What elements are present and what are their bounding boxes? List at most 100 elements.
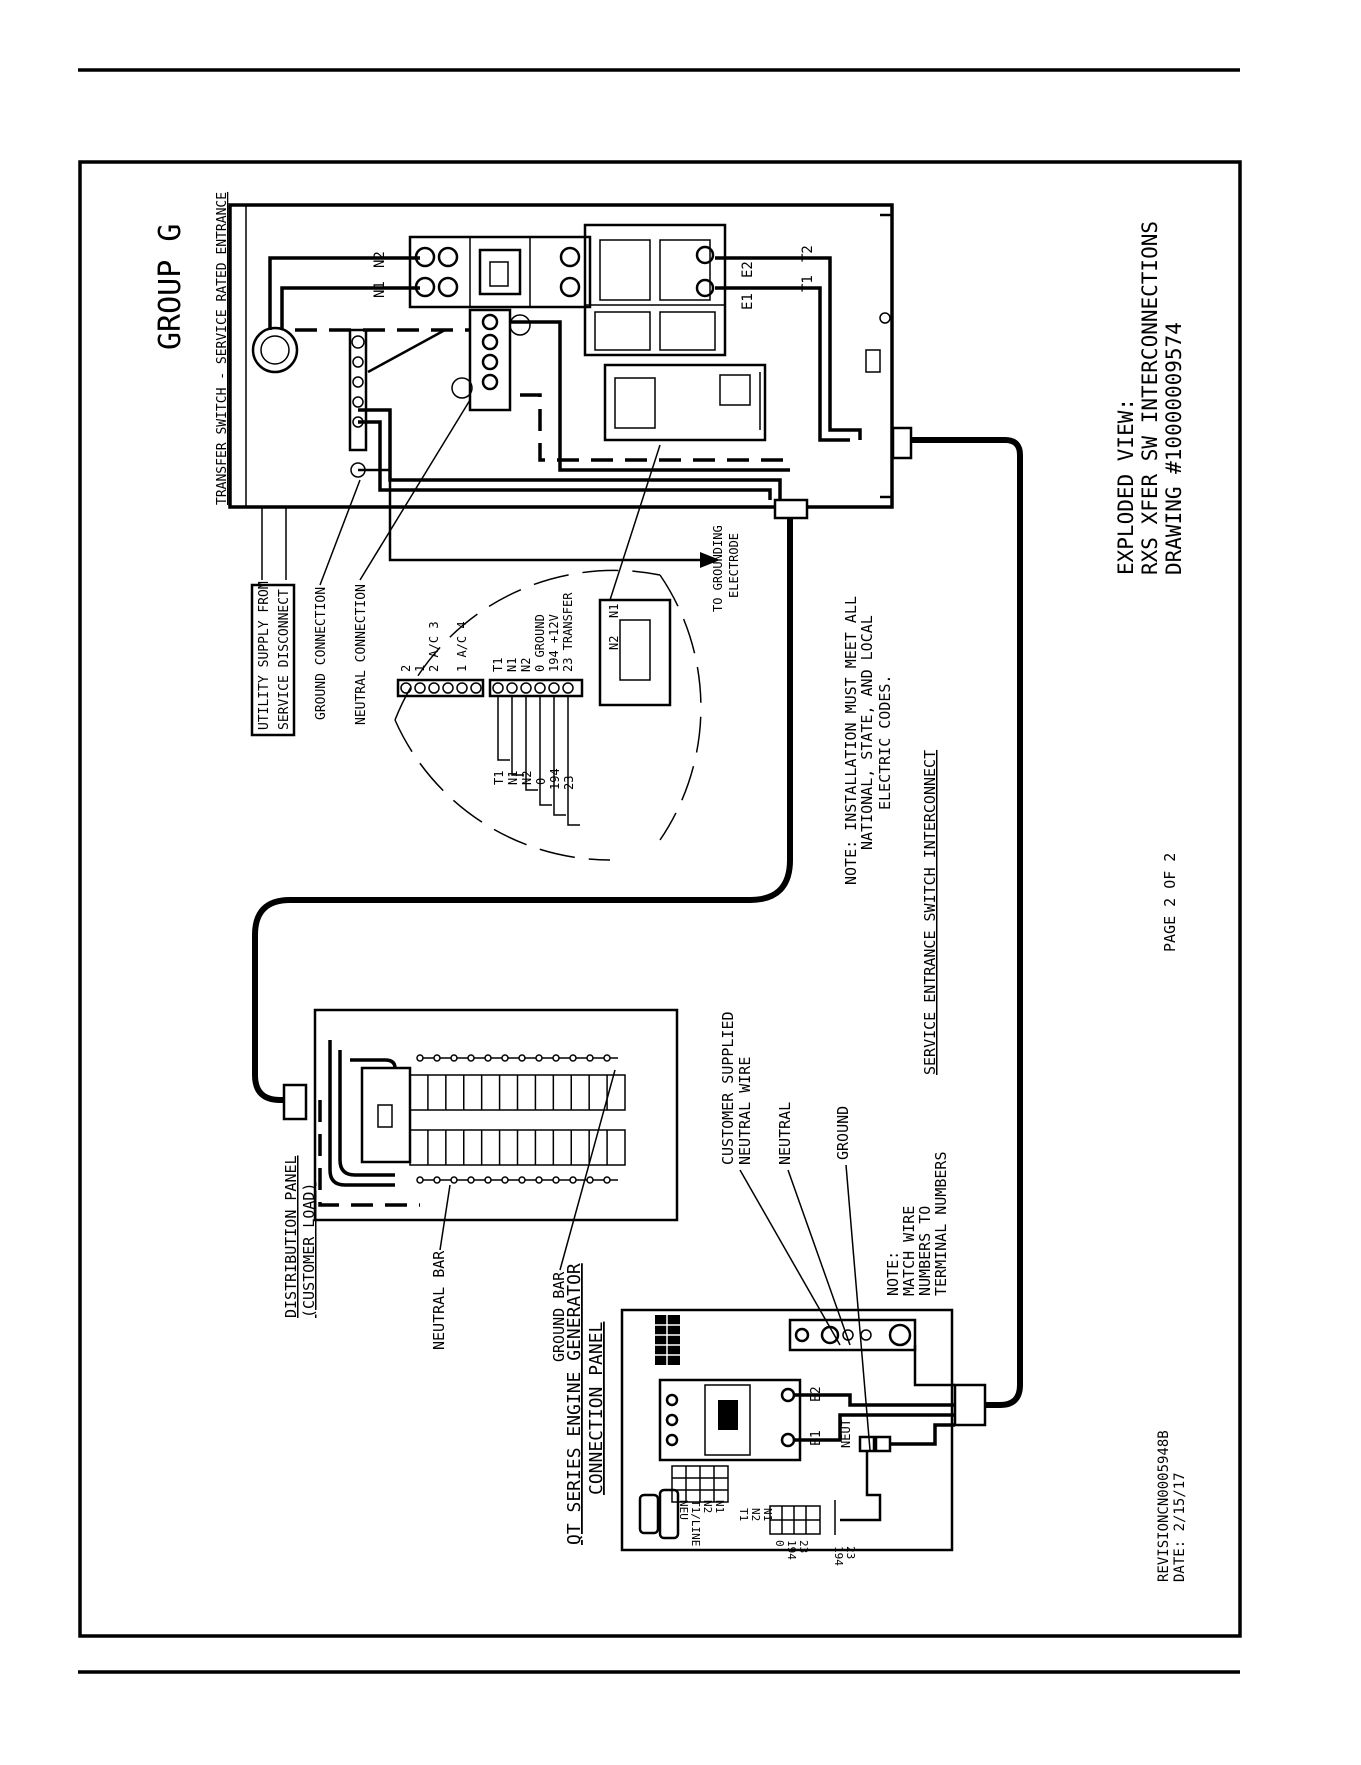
- gen-neut-label: NEUT: [839, 1419, 853, 1448]
- bar-screw: [467, 1054, 475, 1062]
- bar-screw: [501, 1176, 509, 1184]
- bar-screw: [518, 1176, 526, 1184]
- note-line1: NOTE: INSTALLATION MUST MEET ALL: [842, 596, 860, 885]
- main-breaker: N2 N1: [372, 235, 592, 309]
- bar-screw: [433, 1176, 441, 1184]
- qt-series-line2: CONNECTION PANEL: [586, 1321, 607, 1495]
- wire-label: N1: [506, 771, 520, 785]
- terminal-label: N2: [519, 658, 533, 672]
- customer-supplied-line2: NEUTRAL WIRE: [736, 1057, 754, 1165]
- date: DATE: 2/15/17: [1172, 1472, 1188, 1582]
- ground-bar-label: GROUND BAR: [550, 1271, 568, 1362]
- bar-screw: [535, 1176, 543, 1184]
- bar-screw: [484, 1176, 492, 1184]
- neutral-label: NEUTRAL: [776, 1102, 794, 1165]
- bar-screw: [518, 1054, 526, 1062]
- bar-screw: [552, 1054, 560, 1062]
- generator-connection-panel: E2 E1 NEUT NEU T1/LINE N2 N1 T1 N2 N1 0 …: [620, 1308, 955, 1566]
- gen-term-label: N2: [749, 1508, 762, 1521]
- ground-connection-label: GROUND CONNECTION: [314, 587, 329, 720]
- utility-supply-line1: UTILITY SUPPLY FROM: [257, 581, 272, 730]
- contactor-e2-label: E2: [740, 261, 756, 278]
- note2-line1: NOTE:: [884, 1251, 902, 1296]
- neutral-connection-label: NEUTRAL CONNECTION: [354, 584, 369, 725]
- bar-screw: [450, 1054, 458, 1062]
- utility-supply-line2: SERVICE DISCONNECT: [277, 589, 292, 730]
- gen-term-label: N2: [701, 1500, 714, 1513]
- note2-line2: MATCH WIRE: [900, 1206, 918, 1296]
- wire-label: T1: [492, 771, 506, 785]
- exploded-view-line1: EXPLODED VIEW:: [1114, 398, 1138, 575]
- ground-bus: [348, 328, 368, 478]
- bar-screw: [450, 1176, 458, 1184]
- to-grounding-line2: ELECTRODE: [727, 533, 741, 598]
- bar-screw: [603, 1176, 611, 1184]
- bar-screw: [552, 1176, 560, 1184]
- bar-screw: [501, 1054, 509, 1062]
- terminal-label: T1: [491, 658, 505, 672]
- bar-screw: [569, 1176, 577, 1184]
- gen-term2-label: 23: [797, 1540, 810, 1553]
- wire-label: N2: [520, 771, 534, 785]
- note-line3: ELECTRIC CODES.: [876, 675, 894, 810]
- drawing-border: [78, 160, 1242, 1638]
- distribution-panel-line1: DISTRIBUTION PANEL: [282, 1155, 300, 1318]
- terminal-label: 2: [399, 665, 413, 672]
- terminal-label: 2 A/C 3: [427, 621, 441, 672]
- controller-board: [603, 363, 767, 442]
- distribution-panel: [313, 1008, 679, 1222]
- bar-screw: [603, 1054, 611, 1062]
- bar-screw: [416, 1176, 424, 1184]
- terminal-zoom-detail: 2 1 2 A/C 3 1 A/C 4 T1 N1 N2 0 GROUND 19…: [394, 444, 702, 861]
- gen-term-label: N1: [713, 1500, 726, 1513]
- wire-label: 0: [534, 778, 548, 785]
- wire-label: 23: [562, 776, 576, 790]
- to-grounding-line1: TO GROUNDING: [711, 525, 725, 612]
- group-title: GROUP G: [153, 224, 188, 350]
- zoom-n2-label: N2: [607, 636, 621, 650]
- drawing-number: DRAWING #10000009574: [1162, 322, 1186, 575]
- contactor-e1-label: E1: [740, 293, 756, 310]
- distribution-panel-line2: (CUSTOMER LOAD): [300, 1183, 318, 1318]
- page-label: PAGE 2 OF 2: [1161, 853, 1179, 952]
- bar-screw: [586, 1176, 594, 1184]
- neutral-bar-label: NEUTRAL BAR: [430, 1250, 448, 1350]
- gen-term-label: NEU: [677, 1500, 690, 1520]
- terminal-label: 1 A/C 4: [455, 621, 469, 672]
- utility-supply-box: UTILITY SUPPLY FROM SERVICE DISCONNECT: [250, 507, 296, 737]
- bar-screw: [467, 1176, 475, 1184]
- terminal-label: 0 GROUND: [533, 614, 547, 672]
- wire-label: 194: [548, 768, 562, 790]
- gen-term2-label: 0: [773, 1540, 786, 1547]
- transfer-contactor: E2 E1 T2 T1: [583, 223, 816, 357]
- revision: REVISIONCN0005948B: [1156, 1430, 1172, 1582]
- zoom-n1-label: N1: [607, 604, 621, 618]
- terminal-label: 194 +12V: [547, 614, 561, 672]
- gen-term2-label: 194: [832, 1546, 845, 1566]
- customer-supplied-line1: CUSTOMER SUPPLIED: [719, 1011, 737, 1165]
- transfer-switch-label: TRANSFER SWITCH - SERVICE RATED ENTRANCE: [215, 192, 230, 505]
- service-entrance-label: SERVICE ENTRANCE SWITCH INTERCONNECT: [921, 750, 939, 1075]
- bar-screw: [433, 1054, 441, 1062]
- gen-term2-label: 194: [785, 1540, 798, 1560]
- bar-screw: [535, 1054, 543, 1062]
- gen-term-label: T1: [737, 1508, 750, 1521]
- terminal-label: N1: [505, 658, 519, 672]
- ground-label: GROUND: [834, 1106, 852, 1160]
- bar-screw: [484, 1054, 492, 1062]
- bar-screw: [586, 1054, 594, 1062]
- note2-line4: TERMINAL NUMBERS: [932, 1152, 950, 1297]
- gen-term2-label: 23: [844, 1546, 857, 1559]
- note2-line3: NUMBERS TO: [916, 1206, 934, 1296]
- gen-e1-label: E1: [809, 1430, 824, 1446]
- exploded-view-line2: RXS XFER SW INTERCONNECTIONS: [1138, 221, 1162, 575]
- bar-screw: [416, 1054, 424, 1062]
- gen-term-label: T1/LINE: [689, 1500, 702, 1546]
- neutral-bus: [451, 308, 531, 412]
- terminal-label: 23 TRANSFER: [561, 592, 575, 672]
- note-line2: NATIONAL, STATE, AND LOCAL: [858, 615, 876, 850]
- conduit: [252, 426, 1023, 1427]
- terminal-label: 1: [413, 665, 427, 672]
